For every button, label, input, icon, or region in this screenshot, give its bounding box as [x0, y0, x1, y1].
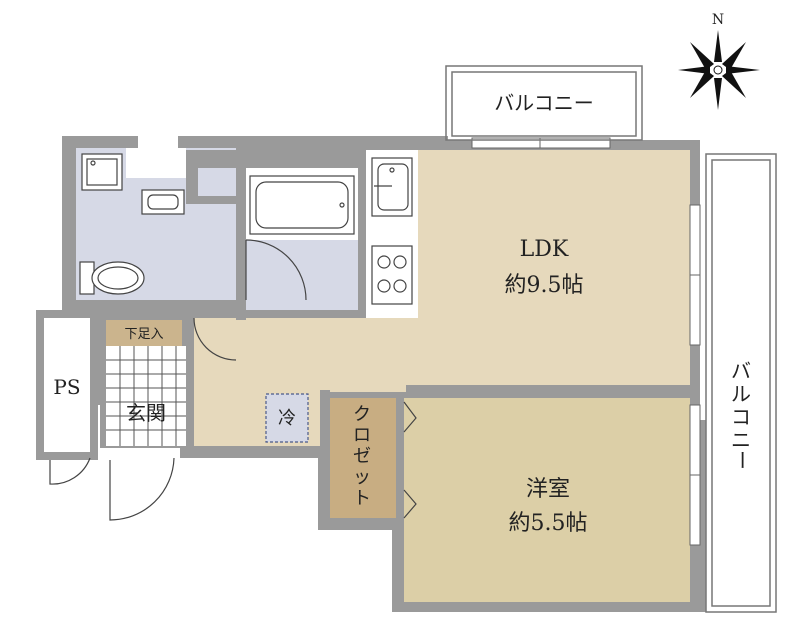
shoe-box-label: 下足入 — [124, 327, 163, 342]
western-room-name: 洋室 — [526, 477, 570, 502]
closet-char-3: ゼ — [353, 446, 371, 467]
floors — [44, 148, 690, 602]
entrance-floor — [106, 346, 186, 446]
closet-char-5: ト — [353, 488, 371, 509]
closet-label: ク ロ ゼ ッ ト — [353, 404, 371, 509]
closet-door-lower — [403, 489, 417, 519]
balconies — [445, 65, 777, 613]
ps-label: PS — [53, 375, 80, 399]
balcony-right-label: バ ル コ ニ ー — [730, 359, 754, 470]
washroom-notch — [126, 148, 186, 178]
closet-door-upper — [403, 401, 417, 433]
balcony-right-char-3: コ — [731, 405, 751, 429]
compass-rose: N — [678, 12, 760, 110]
window-top — [471, 137, 611, 149]
entrance-tiles — [106, 346, 186, 446]
bathroom-door-swing — [245, 239, 307, 301]
interior-walls — [98, 148, 700, 530]
closet-char-1: ク — [353, 404, 371, 425]
closet-char-4: ッ — [353, 467, 371, 488]
ldk-size: 約9.5帖 — [505, 273, 584, 298]
fridge-label: 冷 — [278, 408, 296, 429]
ps-door-swing — [49, 457, 91, 485]
balcony-right — [705, 153, 777, 613]
stove — [371, 245, 413, 305]
hall-door-swing — [193, 317, 237, 361]
balcony-right-char-5: ー — [730, 450, 754, 470]
ldk-name: LDK — [520, 237, 569, 262]
compass-north-label: N — [712, 12, 724, 28]
balcony-top — [445, 65, 643, 141]
wash-basin — [141, 189, 185, 215]
ldk-floor — [192, 150, 690, 446]
closet-char-2: ロ — [353, 425, 371, 446]
western-room-floor — [404, 398, 690, 602]
fridge-space — [265, 393, 309, 443]
shower-tray — [81, 153, 123, 191]
western-room-size: 約5.5帖 — [509, 511, 588, 536]
bathtub — [249, 175, 355, 235]
balcony-right-char-2: ル — [731, 382, 751, 406]
closet-floor — [330, 398, 398, 518]
balcony-right-char-1: バ — [731, 359, 751, 383]
fixtures — [49, 153, 417, 521]
entrance-door-swing — [109, 457, 175, 521]
balcony-top-label: バルコニー — [494, 91, 594, 115]
balcony-right-char-4: ニ — [731, 428, 751, 452]
windows — [471, 137, 701, 546]
shoe-box — [106, 318, 182, 346]
entrance-label: 玄関 — [126, 401, 166, 425]
pipe-space-floor — [44, 318, 90, 452]
